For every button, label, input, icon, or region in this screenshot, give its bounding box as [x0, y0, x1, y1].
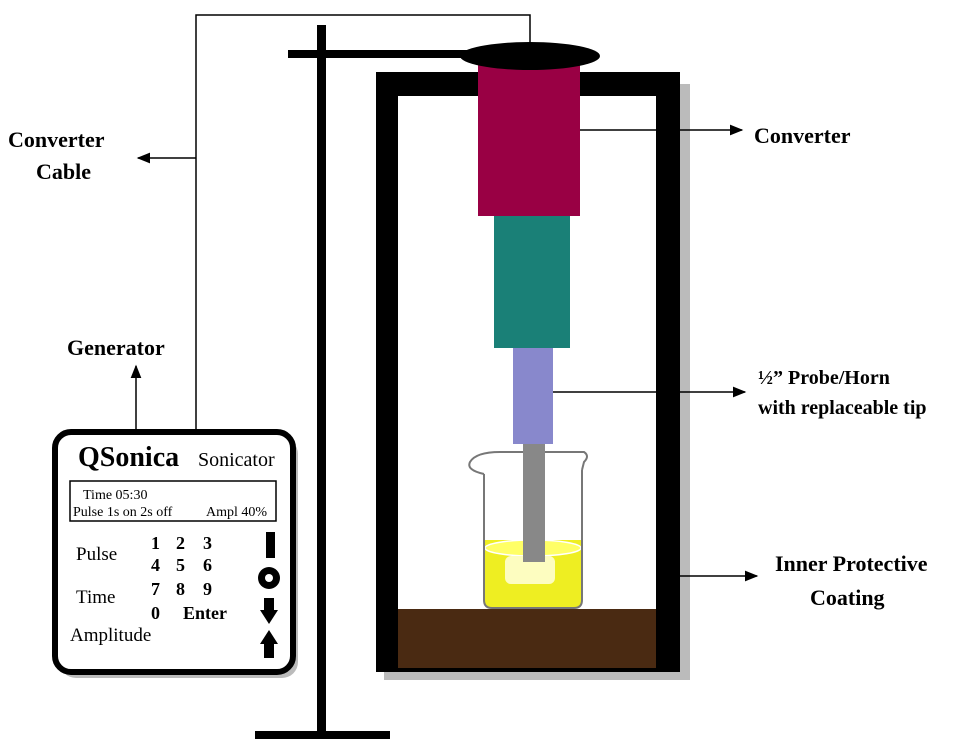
model-name: Sonicator: [198, 449, 275, 471]
display-line2-left: Pulse 1s on 2s off: [73, 505, 173, 520]
key-0[interactable]: 0: [151, 603, 160, 623]
key-2[interactable]: 2: [176, 533, 185, 553]
probe-tip: [523, 444, 545, 562]
pulse-label: Pulse: [76, 544, 117, 565]
stand-base: [255, 731, 390, 739]
stand-arm: [288, 50, 478, 58]
converter-cable-label-line2: Cable: [36, 159, 91, 184]
heat-base: [398, 609, 656, 668]
key-8[interactable]: 8: [176, 579, 185, 599]
display-line1: Time 05:30: [83, 488, 147, 503]
key-enter[interactable]: Enter: [183, 603, 227, 623]
beaker-outline: [483, 470, 583, 609]
key-3[interactable]: 3: [203, 533, 212, 553]
converter-cable-wire: [195, 14, 531, 432]
beaker: [468, 451, 588, 609]
key-5[interactable]: 5: [176, 555, 185, 575]
generator-label: Generator: [67, 335, 165, 360]
key-6[interactable]: 6: [203, 555, 212, 575]
ring-stand: [255, 25, 478, 739]
inner-coating-label-line1: Inner Protective: [775, 551, 928, 576]
inner-coating-label-line2: Coating: [810, 585, 885, 610]
key-1[interactable]: 1: [151, 533, 160, 553]
lcd-display: [69, 480, 277, 522]
probe-label-line2: with replaceable tip: [758, 397, 927, 419]
amplitude-label: Amplitude: [70, 625, 151, 646]
stand-rod: [317, 25, 326, 737]
up-arrow-icon[interactable]: [260, 630, 278, 658]
down-arrow-icon[interactable]: [260, 598, 278, 624]
key-4[interactable]: 4: [151, 555, 160, 575]
liquid-highlight: [505, 556, 555, 584]
stop-button-icon[interactable]: [266, 532, 275, 558]
key-7[interactable]: 7: [151, 579, 160, 599]
converter-label: Converter: [754, 123, 851, 148]
generator-unit: QSonica Sonicator Time 05:30 Pulse 1s on…: [52, 429, 298, 678]
converter-cable-label-line1: Converter: [8, 127, 105, 152]
booster: [494, 214, 570, 348]
display-line2-right: Ampl 40%: [206, 505, 267, 520]
converter-cap: [460, 42, 600, 70]
probe-assembly: [460, 42, 600, 562]
key-9[interactable]: 9: [203, 579, 212, 599]
probe-horn: [513, 347, 553, 444]
time-label: Time: [76, 587, 115, 608]
probe-label-line1: ½” Probe/Horn: [758, 367, 890, 389]
converter-body: [478, 64, 580, 216]
brand-name: QSonica: [78, 442, 179, 473]
start-button-center: [265, 574, 273, 582]
